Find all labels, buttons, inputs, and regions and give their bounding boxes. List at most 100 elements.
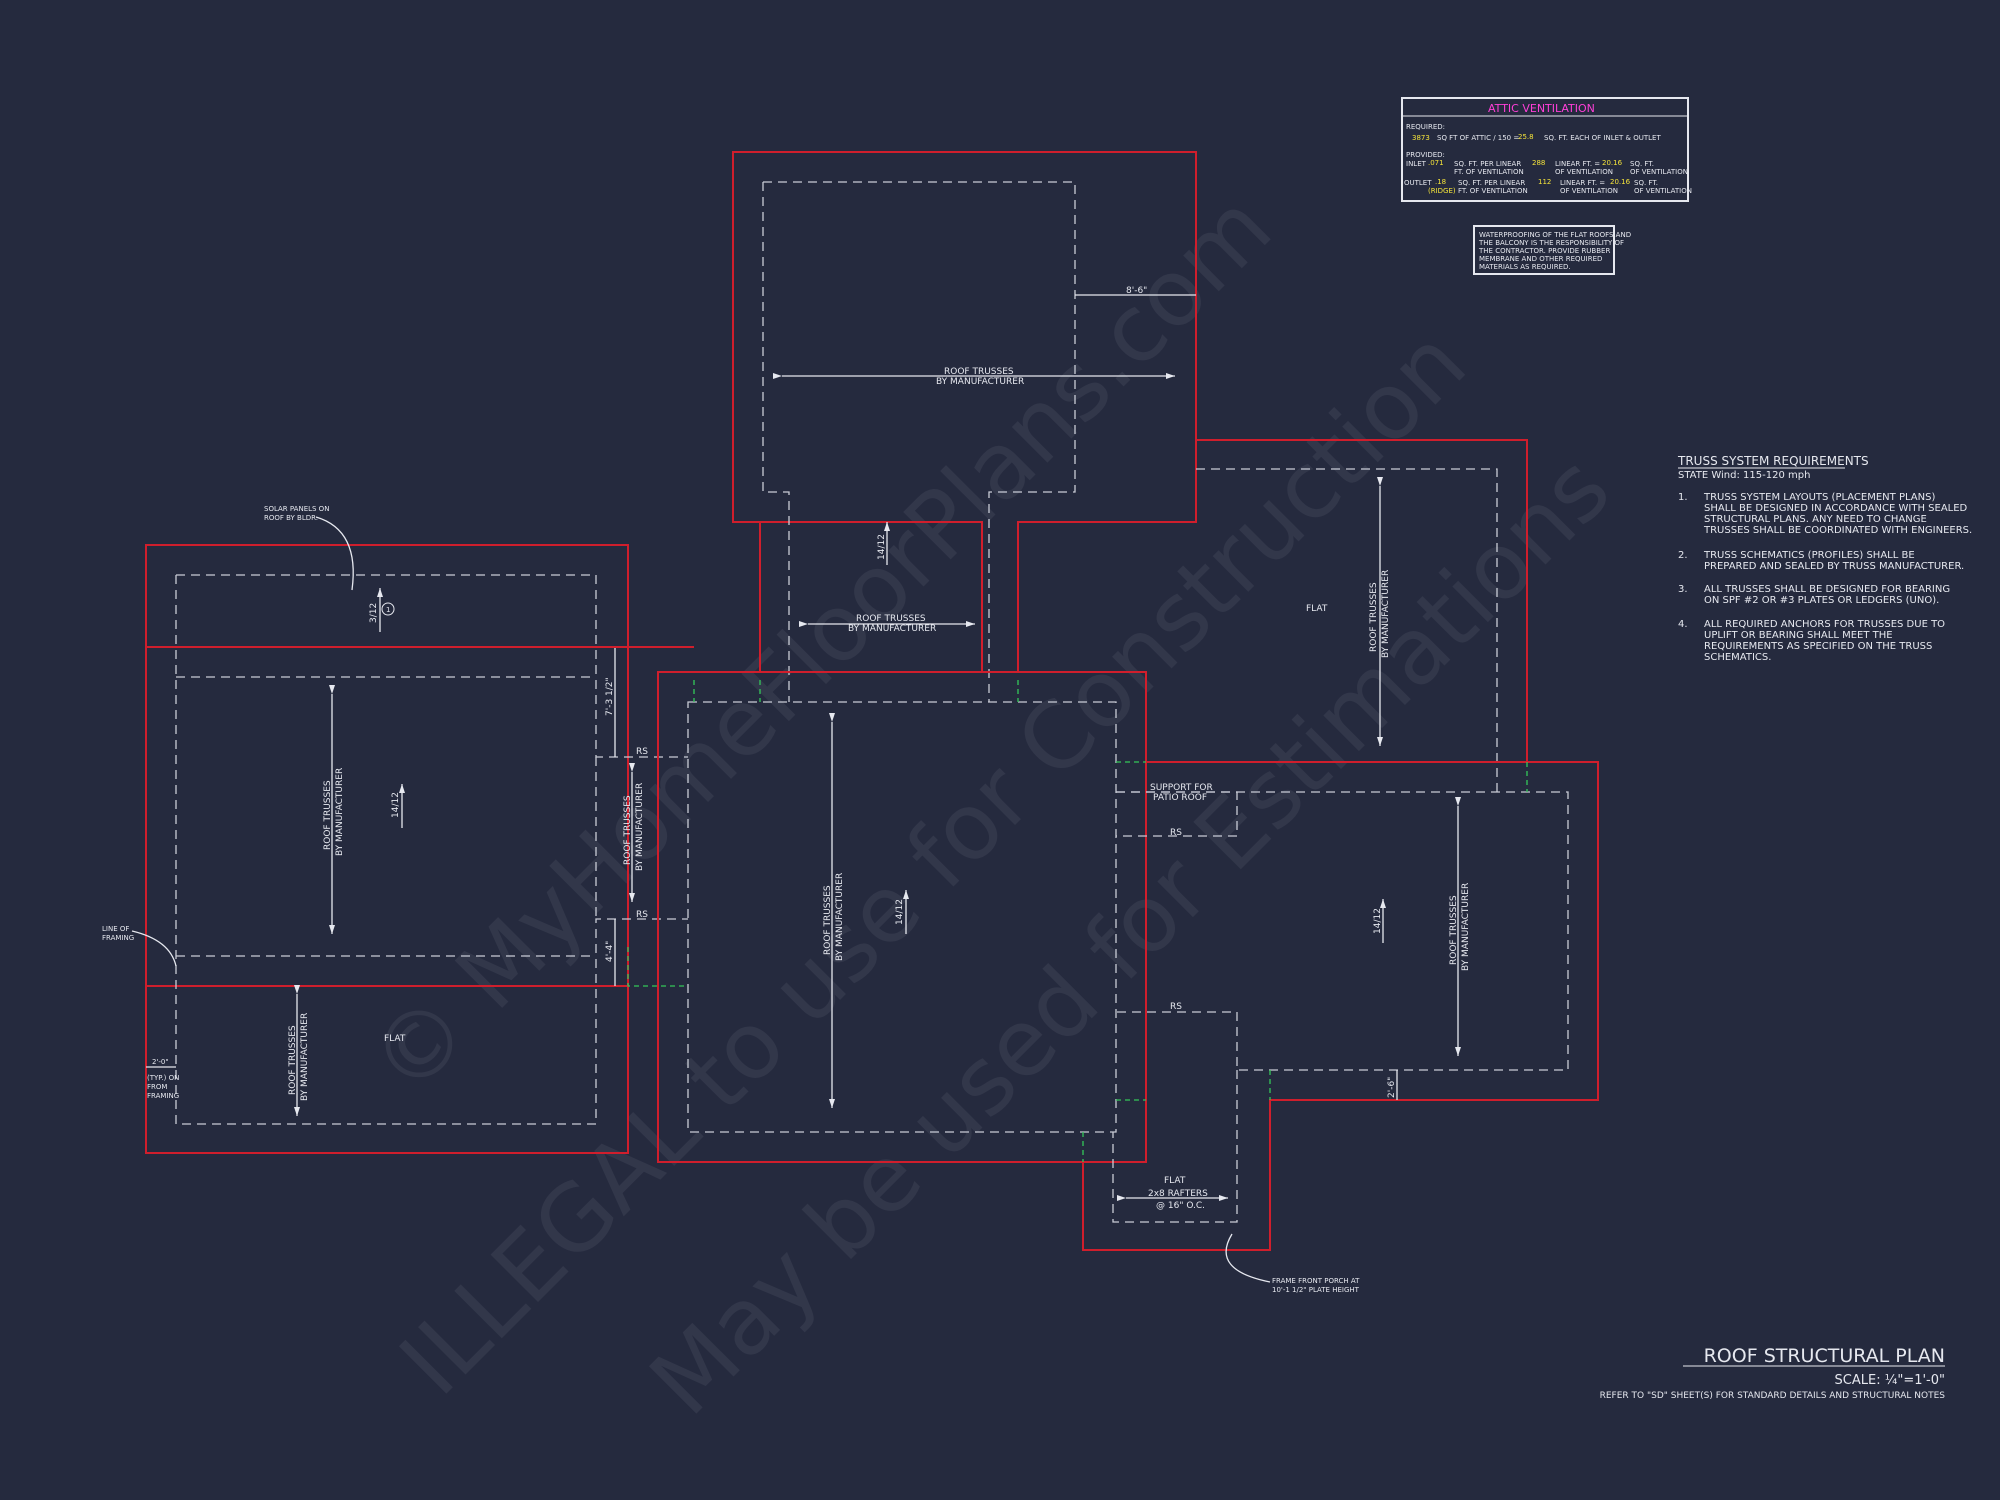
attic-provided-label: PROVIDED:: [1406, 151, 1445, 159]
truss-req-item-3-num: 3.: [1678, 584, 1688, 595]
truss-label-right-upper: ROOF TRUSSES: [1369, 582, 1379, 652]
truss-req-item-3-line-2: ON SPF #2 OR #3 PLATES OR LEDGERS (UNO).: [1704, 595, 1939, 606]
truss-label-center-2: BY MANUFACTURER: [835, 873, 845, 961]
truss-bearing-right-lower: [1112, 791, 1569, 1223]
pitch-label-center: 14/12: [895, 899, 905, 925]
waterproofing-line-5: MATERIALS AS REQUIRED.: [1479, 263, 1571, 271]
attic-outlet-linear: 112: [1538, 178, 1551, 186]
attic-outlet-total-text-b: OF VENTILATION: [1634, 187, 1692, 195]
truss-req-item-1-line-3: STRUCTURAL PLANS. ANY NEED TO CHANGE: [1704, 514, 1927, 525]
truss-label-right-upper-2: BY MANUFACTURER: [1381, 570, 1391, 658]
attic-outlet-label: OUTLET: [1404, 179, 1432, 187]
drawing-refer-note: REFER TO "SD" SHEET(S) FOR STANDARD DETA…: [1600, 1391, 1946, 1401]
porch-note-2: 10'-1 1/2" PLATE HEIGHT: [1272, 1286, 1360, 1294]
waterproofing-note-box: WATERPROOFING OF THE FLAT ROOFS AND THE …: [1473, 225, 1631, 275]
attic-outlet-text-b: FT. OF VENTILATION: [1458, 187, 1528, 195]
truss-req-item-3-line-1: ALL TRUSSES SHALL BE DESIGNED FOR BEARIN…: [1704, 584, 1950, 595]
attic-inlet-linear-text-a: LINEAR FT. =: [1555, 160, 1600, 168]
attic-required-text-a: SQ FT OF ATTIC / 150 =: [1437, 134, 1519, 142]
typ-note-3: FRAMING: [147, 1092, 179, 1100]
attic-outlet-note: (RIDGE): [1428, 187, 1456, 195]
dim-8-6-label: 8'-6": [1126, 286, 1147, 296]
pitch-label-left-top: 3/12: [369, 603, 379, 623]
truss-label-left-2: BY MANUFACTURER: [335, 768, 345, 856]
attic-required-sqft: 3873: [1412, 134, 1430, 142]
truss-bearing-top: [762, 181, 1076, 702]
attic-inlet-total-text-a: SQ. FT.: [1630, 160, 1654, 168]
truss-req-item-2-line-1: TRUSS SCHEMATICS (PROFILES) SHALL BE: [1703, 550, 1915, 561]
rs-label-2: RS: [636, 910, 648, 920]
truss-label-left: ROOF TRUSSES: [323, 780, 333, 850]
attic-table-border: [1401, 97, 1689, 202]
pitch-label-left: 14/12: [391, 792, 401, 818]
truss-req-item-4-line-1: ALL REQUIRED ANCHORS FOR TRUSSES DUE TO: [1704, 619, 1945, 630]
attic-outlet-linear-text-a: LINEAR FT. =: [1560, 179, 1605, 187]
attic-inlet-label: INLET: [1406, 160, 1427, 168]
pitch-label-top: 14/12: [877, 534, 887, 560]
attic-outlet-total: 20.16: [1610, 178, 1631, 186]
attic-inlet-total: 20.16: [1602, 159, 1623, 167]
truss-req-item-4-line-2: UPLIFT OR BEARING SHALL MEET THE: [1704, 630, 1893, 641]
patio-support-box: [1116, 791, 1238, 837]
wall-outline-center: [657, 671, 1147, 1163]
dim-2-0-label: 2'-0": [152, 1058, 169, 1066]
wall-outline-left: [145, 544, 629, 1154]
attic-inlet-text-b: FT. OF VENTILATION: [1454, 168, 1524, 176]
truss-label-center: ROOF TRUSSES: [823, 885, 833, 955]
solar-note-2: ROOF BY BLDR.: [264, 514, 318, 522]
attic-inlet-text-a: SQ. FT. PER LINEAR: [1454, 160, 1521, 168]
truss-req-item-2-num: 2.: [1678, 550, 1688, 561]
attic-required-label: REQUIRED:: [1406, 123, 1445, 131]
dim-7-3-label: 7'-3 1/2": [605, 677, 615, 716]
dim-2-6-label: 2'-6": [1387, 1077, 1397, 1098]
roof-section-right-lower: SUPPORT FOR PATIO ROOF RS RS 14/12 ROOF …: [1082, 761, 1599, 1294]
truss-req-item-1-num: 1.: [1678, 492, 1688, 503]
drawing-title: ROOF STRUCTURAL PLAN: [1704, 1345, 1945, 1367]
waterproofing-line-1: WATERPROOFING OF THE FLAT ROOFS AND: [1479, 231, 1631, 239]
flat-label-left: FLAT: [384, 1034, 406, 1044]
rafters-note-1: 2x8 RAFTERS: [1148, 1189, 1208, 1199]
truss-label-top-2: BY MANUFACTURER: [936, 377, 1024, 387]
waterproofing-line-4: MEMBRANE AND OTHER REQUIRED: [1479, 255, 1602, 263]
typ-note-1: (TYP.) ON: [147, 1074, 179, 1082]
roof-section-right-upper: FLAT ROOF TRUSSES BY MANUFACTURER: [1196, 439, 1528, 792]
attic-inlet-linear-text-b: OF VENTILATION: [1555, 168, 1613, 176]
detail-circle-label: 1: [386, 606, 390, 614]
support-note-2: PATIO ROOF: [1153, 793, 1207, 803]
roof-section-center: ROOF TRUSSES BY MANUFACTURER 14/12: [627, 671, 1147, 1163]
truss-bearing-left: [175, 574, 688, 1125]
attic-required-text-b: SQ. FT. EACH OF INLET & OUTLET: [1544, 134, 1661, 142]
rs-label-1: RS: [636, 747, 648, 757]
wall-outline-right-upper: [1196, 439, 1528, 762]
rs-label-3: RS: [1170, 828, 1182, 838]
rafters-note-2: @ 16" O.C.: [1156, 1201, 1205, 1211]
truss-req-item-4-line-3: REQUIREMENTS AS SPECIFIED ON THE TRUSS: [1704, 641, 1932, 652]
dim-4-4-label: 4'-4": [605, 941, 615, 962]
roof-section-left: SOLAR PANELS ON ROOF BY BLDR. 3/12 1 ROO…: [102, 505, 694, 1154]
truss-label-right-lower-2: BY MANUFACTURER: [1461, 883, 1471, 971]
green-line-1: [627, 680, 1019, 987]
truss-label-left-bottom-2: BY MANUFACTURER: [300, 1013, 310, 1101]
truss-req-title: TRUSS SYSTEM REQUIREMENTS: [1677, 454, 1869, 468]
attic-outlet-text-a: SQ. FT. PER LINEAR: [1458, 179, 1525, 187]
attic-inlet-total-text-b: OF VENTILATION: [1630, 168, 1688, 176]
waterproofing-line-3: THE CONTRACTOR. PROVIDE RUBBER: [1478, 247, 1610, 255]
attic-inlet-value: .071: [1428, 159, 1444, 167]
attic-required-result: 25.8: [1518, 133, 1534, 141]
solar-leader: [315, 516, 354, 591]
flat-label-porch: FLAT: [1164, 1176, 1186, 1186]
title-block: ROOF STRUCTURAL PLAN SCALE: ¼"=1'-0" REF…: [1600, 1345, 1946, 1401]
waterproofing-line-2: THE BALCONY IS THE RESPONSIBILITY OF: [1478, 239, 1624, 247]
truss-req-item-1-line-4: TRUSSES SHALL BE COORDINATED WITH ENGINE…: [1703, 525, 1972, 536]
rs-label-4: RS: [1170, 1002, 1182, 1012]
drawing-scale: SCALE: ¼"=1'-0": [1835, 1373, 1945, 1388]
line-of-framing-leader: [131, 930, 177, 967]
truss-label-mid: ROOF TRUSSES: [856, 614, 926, 624]
porch-note-1: FRAME FRONT PORCH AT: [1272, 1277, 1360, 1285]
truss-label-mid-2: BY MANUFACTURER: [848, 624, 936, 634]
truss-req-item-4-line-4: SCHEMATICS.: [1704, 652, 1771, 663]
line-of-framing-2: FRAMING: [102, 934, 134, 942]
truss-req-item-1-line-2: SHALL BE DESIGNED IN ACCORDANCE WITH SEA…: [1704, 503, 1968, 514]
attic-title: ATTIC VENTILATION: [1488, 102, 1595, 115]
